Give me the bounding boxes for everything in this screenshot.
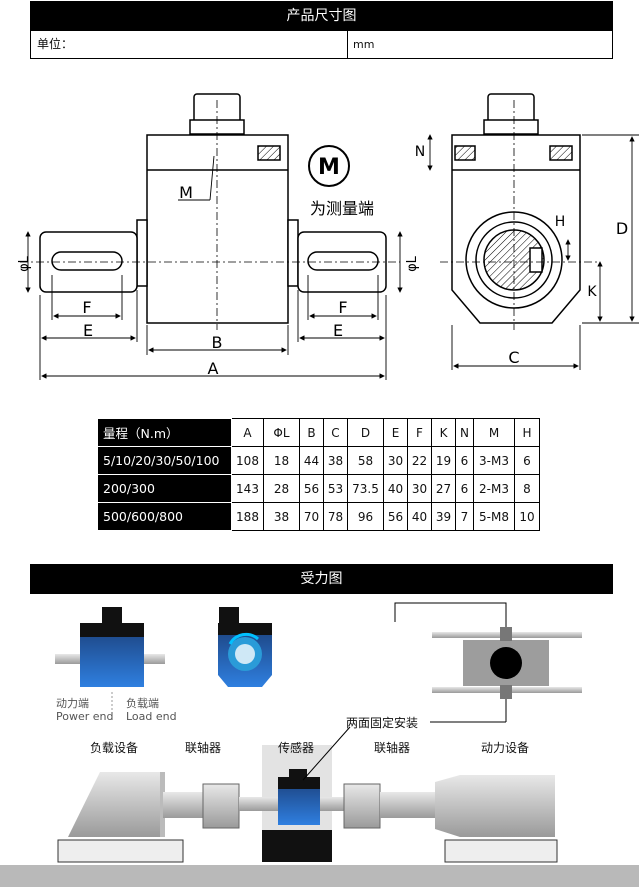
header-cell: A	[231, 418, 264, 447]
header-cell: M	[473, 418, 515, 447]
table-cell: 19	[431, 446, 456, 475]
load-end-en: Load end	[126, 710, 177, 723]
m-badge: M	[318, 155, 340, 180]
table-cell: 5-M8	[473, 502, 515, 531]
table-cell: 30	[383, 446, 408, 475]
table-cell: 27	[431, 474, 456, 503]
section-title: 受力图	[300, 571, 343, 587]
table-cell: 2-M3	[473, 474, 515, 503]
assembly-label-sensor: 传感器	[278, 741, 315, 755]
load-end-label: 负载端 Load end	[126, 697, 177, 723]
table-row: 5/10/20/30/50/100 108 18 44 38 58 30 22 …	[97, 446, 540, 475]
assembly-label-power: 动力设备	[481, 741, 530, 755]
table-cell: 10	[514, 502, 540, 531]
table-cell: 96	[347, 502, 384, 531]
spec-table: 量程（N.m） A ΦL B C D E F K N M H 5/10/20/3…	[97, 418, 540, 531]
table-cell: 38	[263, 502, 300, 531]
unit-value: mm	[353, 38, 375, 51]
label-k: K	[587, 284, 597, 300]
assembly-label-coupling-left: 联轴器	[185, 741, 222, 755]
section-header-force: 受力图	[30, 564, 613, 594]
table-cell: 3-M3	[473, 446, 515, 475]
power-end-label: 动力端 Power end	[56, 697, 113, 723]
table-cell: 6	[455, 446, 474, 475]
table-cell: 44	[299, 446, 324, 475]
load-device	[68, 772, 160, 837]
table-cell: 56	[383, 502, 408, 531]
table-cell: 108	[231, 446, 264, 475]
table-cell: 188	[231, 502, 264, 531]
assembly-label-coupling-right: 联轴器	[374, 741, 411, 755]
dimension-drawing: M 为测量端 A B C D E E F F K H N M φL φL	[17, 93, 639, 380]
table-cell: 8	[514, 474, 540, 503]
section-title: 产品尺寸图	[286, 8, 357, 24]
header-cell: F	[407, 418, 432, 447]
power-end-cn: 动力端	[56, 697, 89, 710]
table-cell: 143	[231, 474, 264, 503]
header-cell: E	[383, 418, 408, 447]
m-note: 为测量端	[310, 199, 374, 218]
table-cell: 53	[323, 474, 348, 503]
table-cell: 7	[455, 502, 474, 531]
header-cell: ΦL	[263, 418, 300, 447]
range-cell: 5/10/20/30/50/100	[97, 446, 232, 475]
table-cell: 73.5	[347, 474, 384, 503]
unit-row: 单位： mm	[30, 31, 613, 59]
table-cell: 18	[263, 446, 300, 475]
header-cell: H	[514, 418, 540, 447]
load-end-cn: 负载端	[126, 697, 159, 710]
assembly-label-load: 负载设备	[90, 741, 139, 755]
header-cell: K	[431, 418, 456, 447]
table-cell: 56	[299, 474, 324, 503]
table-cell: 40	[383, 474, 408, 503]
coupling-right	[343, 783, 381, 829]
label-m: M	[179, 183, 193, 202]
label-f-right: F	[338, 298, 347, 317]
table-cell: 22	[407, 446, 432, 475]
label-c: C	[508, 348, 519, 367]
sensor-body	[146, 134, 289, 324]
table-cell: 70	[299, 502, 324, 531]
table-cell: 39	[431, 502, 456, 531]
header-cell: 量程（N.m）	[97, 418, 232, 447]
table-cell: 78	[323, 502, 348, 531]
label-e-right: E	[333, 321, 343, 340]
section-header-dimensions: 产品尺寸图	[30, 1, 613, 31]
both-fixed-label: 两面固定安装	[346, 716, 419, 730]
m-badge-circle	[308, 145, 350, 187]
label-a: A	[208, 359, 219, 378]
label-h: H	[555, 214, 566, 230]
power-end-en: Power end	[56, 710, 114, 723]
table-row: 200/300 143 28 56 53 73.5 40 30 27 6 2-M…	[97, 474, 540, 503]
label-f-left: F	[82, 298, 91, 317]
table-cell: 6	[514, 446, 540, 475]
table-cell: 58	[347, 446, 384, 475]
header-cell: D	[347, 418, 384, 447]
range-cell: 500/600/800	[97, 502, 232, 531]
unit-label: 单位：	[31, 31, 348, 58]
table-cell: 40	[407, 502, 432, 531]
header-cell: C	[323, 418, 348, 447]
label-n: N	[415, 144, 425, 160]
header-cell: B	[299, 418, 324, 447]
label-d: D	[616, 219, 628, 238]
range-cell: 200/300	[97, 474, 232, 503]
table-cell: 38	[323, 446, 348, 475]
power-device	[435, 775, 555, 837]
table-header-row: 量程（N.m） A ΦL B C D E F K N M H	[97, 418, 540, 447]
force-diagram	[0, 602, 639, 887]
table-row: 500/600/800 188 38 70 78 96 56 40 39 7 5…	[97, 502, 540, 531]
table-cell: 28	[263, 474, 300, 503]
table-cell: 6	[455, 474, 474, 503]
table-cell: 30	[407, 474, 432, 503]
header-cell: N	[455, 418, 474, 447]
label-e-left: E	[83, 321, 93, 340]
label-phil-left: φL	[17, 255, 32, 272]
label-b: B	[212, 333, 223, 352]
coupling-left	[202, 783, 240, 829]
label-phil-right: φL	[405, 255, 420, 272]
